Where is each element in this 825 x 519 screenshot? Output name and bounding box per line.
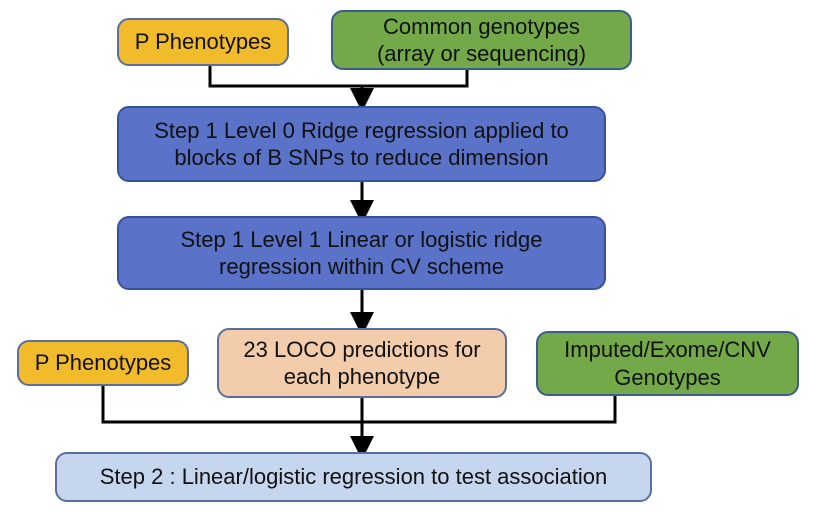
node-common-genotypes: Common genotypes (array or sequencing) (331, 10, 632, 70)
node-step1-level0-line2: blocks of B SNPs to reduce dimension (174, 145, 549, 170)
node-loco-predictions-line2: each phenotype (283, 364, 441, 389)
node-phenotypes-top-label: P Phenotypes (134, 29, 272, 55)
node-loco-predictions-line1: 23 LOCO predictions for (243, 336, 481, 362)
node-common-genotypes-line2: (array or sequencing) (376, 41, 587, 66)
node-loco-predictions: 23 LOCO predictions for each phenotype (217, 328, 507, 398)
node-imputed-genotypes-line2: Genotypes (614, 364, 721, 390)
node-step1-level1-line2: regression within CV scheme (219, 254, 504, 279)
node-step1-level1: Step 1 Level 1 Linear or logistic ridge … (117, 216, 606, 290)
node-step1-level0-line1: Step 1 Level 0 Ridge regression applied … (154, 117, 569, 143)
connector-top-merge (208, 66, 469, 102)
node-phenotypes-bottom: P Phenotypes (17, 340, 189, 386)
node-imputed-genotypes: Imputed/Exome/CNV Genotypes (536, 331, 799, 396)
node-step2-association: Step 2 : Linear/logistic regression to t… (55, 452, 652, 502)
node-step2-association-label: Step 2 : Linear/logistic regression to t… (99, 464, 608, 490)
node-phenotypes-bottom-label: P Phenotypes (34, 350, 172, 376)
node-imputed-genotypes-line1: Imputed/Exome/CNV (564, 337, 771, 362)
connector-bottom-merge (101, 386, 617, 424)
node-phenotypes-top: P Phenotypes (117, 18, 289, 66)
node-step1-level0: Step 1 Level 0 Ridge regression applied … (117, 106, 606, 182)
node-common-genotypes-line1: Common genotypes (383, 13, 580, 39)
node-step1-level1-line1: Step 1 Level 1 Linear or logistic ridge (180, 226, 543, 252)
